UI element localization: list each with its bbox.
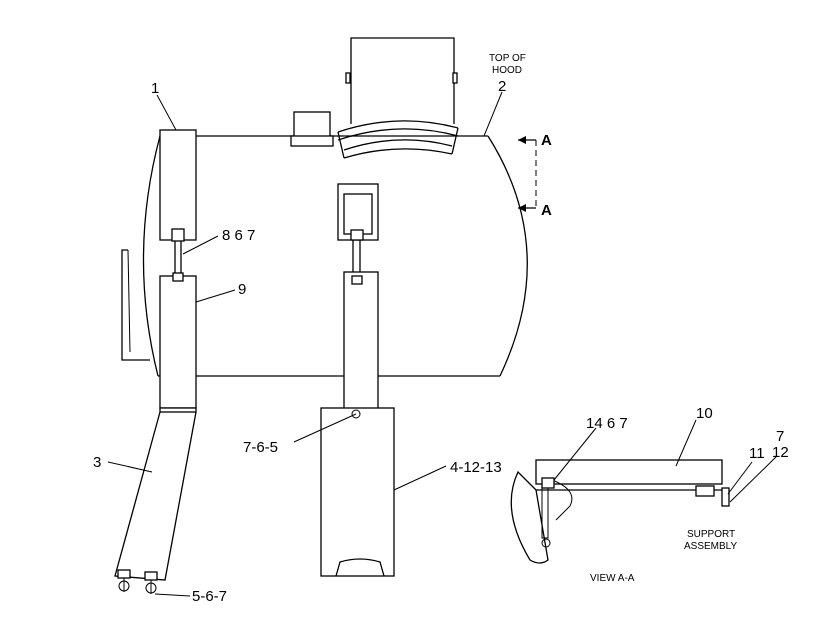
note-support-assembly-line1: SUPPORT	[687, 529, 735, 540]
notes: TOP OF HOOD SUPPORT ASSEMBLY VIEW A-A	[489, 53, 737, 584]
callout-7: 7	[776, 428, 784, 445]
callout-11: 11	[749, 445, 765, 462]
callout-12: 12	[772, 444, 789, 461]
section-mark-upper: A	[541, 132, 552, 149]
note-top-of-hood-line1: TOP OF	[489, 53, 526, 64]
left-angled-leg	[114, 411, 197, 594]
callout-4-12-13: 4-12-13	[450, 459, 502, 476]
leader-lines	[107, 91, 778, 597]
right-support-bracket	[320, 183, 395, 577]
callout-1: 1	[151, 80, 159, 97]
top-clamp	[290, 111, 334, 147]
section-line-a-a	[518, 136, 537, 212]
callout-8-6-7: 8 6 7	[222, 227, 255, 244]
callout-9: 9	[238, 281, 246, 298]
section-letters: A A	[541, 132, 552, 219]
note-view-a-a: VIEW A-A	[590, 573, 635, 584]
callout-2: 2	[498, 78, 506, 95]
callout-labels: 1 2 8 6 7 9 3 7-6-5 4-12-13 5-6-7 14 6 7…	[93, 78, 789, 605]
section-mark-lower: A	[541, 202, 552, 219]
note-support-assembly-line2: ASSEMBLY	[684, 541, 737, 552]
exhaust-stack	[337, 37, 459, 159]
note-top-of-hood-line2: HOOD	[492, 65, 522, 76]
callout-5-6-7: 5-6-7	[192, 588, 227, 605]
callout-7-6-5: 7-6-5	[243, 439, 278, 456]
callout-10: 10	[696, 405, 713, 422]
callout-14-6-7: 14 6 7	[586, 415, 628, 432]
callout-3: 3	[93, 454, 101, 471]
muffler-body	[121, 135, 528, 377]
left-support-bracket	[159, 129, 197, 413]
